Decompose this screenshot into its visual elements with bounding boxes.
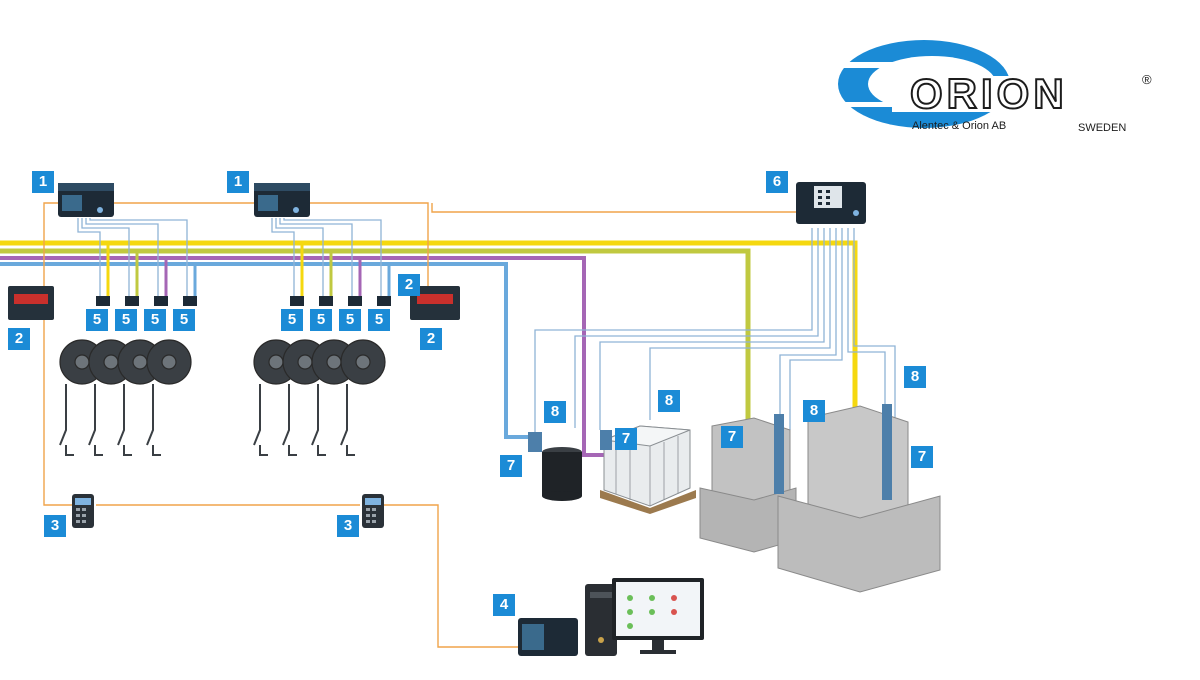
label-controller: 1 [32,171,54,193]
label-display: 2 [398,274,420,296]
label-reel-valve: 5 [86,309,108,331]
hose-reels-group-a [59,339,192,456]
computer-tower [585,584,617,656]
controller-box-b [254,183,310,217]
pc-interface-box [518,618,578,656]
label-reel-valve: 5 [173,309,195,331]
label-reel-valve: 5 [115,309,137,331]
pipeline-blue [0,262,530,439]
orion-swoosh-icon [838,40,1162,128]
label-level-sensor: 8 [904,366,926,388]
keypad-left [72,494,94,528]
tank-right [777,404,941,593]
hose-reels-group-b [253,339,386,456]
logo-company: Alentec & Orion AB [912,120,1007,132]
label-pump: 7 [721,426,743,448]
label-keypad: 3 [44,515,66,537]
label-reel-valve: 5 [281,309,303,331]
label-display: 2 [8,328,30,350]
label-level-sensor: 8 [658,390,680,412]
label-reel-valve: 5 [144,309,166,331]
label-pump: 7 [911,446,933,468]
label-level-sensor: 8 [544,401,566,423]
drum [528,432,582,501]
reel-drops [106,243,391,300]
orion-logo: ORION ® Alentec & Orion AB SWEDEN [832,32,1162,142]
label-tank-controller: 6 [766,171,788,193]
logo-wordmark: ORION [909,69,1068,118]
label-reel-valve: 5 [310,309,332,331]
registered-mark: ® [1142,72,1152,87]
pipeline-purple [0,256,604,457]
logo-country: SWEDEN [1078,122,1127,134]
label-pump: 7 [500,455,522,477]
label-pc-interface: 4 [493,594,515,616]
computer-monitor [612,578,704,654]
label-display: 2 [420,328,442,350]
label-controller: 1 [227,171,249,193]
label-keypad: 3 [337,515,359,537]
display-right [410,286,460,320]
label-reel-valve: 5 [368,309,390,331]
keypad-right [362,494,384,528]
signal-wires [77,218,896,435]
tank-controller-box [796,182,866,224]
label-level-sensor: 8 [803,400,825,422]
label-reel-valve: 5 [339,309,361,331]
label-pump: 7 [615,428,637,450]
display-left [8,286,54,320]
reel-valve-boxes [96,296,391,306]
controller-box-a [58,183,114,217]
